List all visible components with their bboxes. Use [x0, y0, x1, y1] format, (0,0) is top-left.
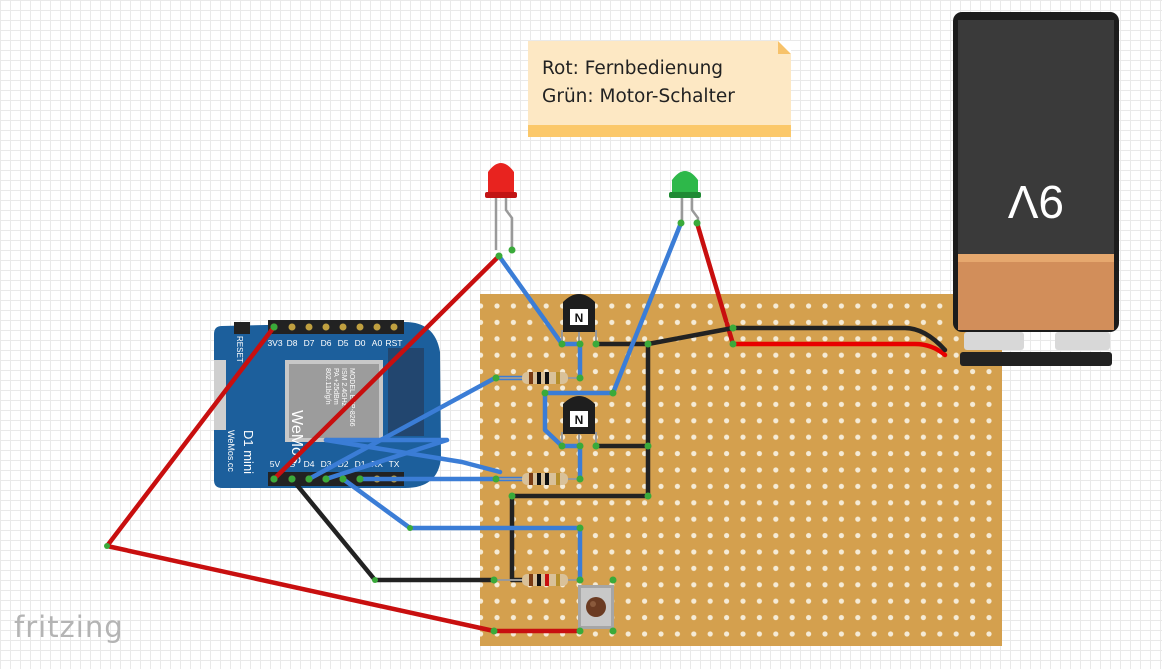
module-line-4: 802.11b/g/n [324, 368, 331, 405]
module-line-3: PA +25dBm [332, 368, 339, 405]
note-bar [528, 125, 791, 137]
pin-label-d8: D8 [287, 338, 298, 348]
transistor-2-label: N [575, 413, 584, 427]
d1-top-header [268, 320, 404, 334]
note-line-red: Rot: Fernbedienung [542, 58, 724, 79]
pin-label-d0: D0 [355, 338, 366, 348]
pin-label-d5: D5 [338, 338, 349, 348]
resistor-3 [496, 574, 580, 586]
led-green [669, 171, 701, 224]
pin-label-5v: 5V [270, 459, 281, 469]
pin-label-d4: D4 [304, 459, 315, 469]
pin-label-a0: A0 [372, 338, 383, 348]
pin-label-d6: D6 [321, 338, 332, 348]
transistor-1: N [561, 294, 597, 344]
transistor-1-label: N [575, 311, 584, 325]
wemos-d1-mini: 3V3 D8 D7 D6 D5 D0 A0 RST 5V G D4 D3 D2 … [214, 320, 441, 488]
sticky-note: Rot: Fernbedienung Grün: Motor-Schalter [528, 41, 791, 137]
battery-9v: 9V [953, 12, 1119, 366]
pin-label-d2: D2 [338, 459, 349, 469]
battery-label: 9V [1008, 176, 1065, 228]
transistor-2: N [561, 396, 597, 446]
note-line-green: Grün: Motor-Schalter [542, 86, 735, 107]
pin-label-d7: D7 [304, 338, 315, 348]
board-title: D1 mini [241, 430, 256, 474]
red-wires [104, 220, 948, 634]
wire-end-markers [104, 219, 737, 635]
module-line-1: MODEL ESP-8266 [348, 368, 355, 427]
pin-label-rst: RST [386, 338, 403, 348]
note-fold [778, 41, 791, 54]
board-brand: WeMos.cc [226, 430, 236, 472]
pin-label-tx: TX [389, 459, 400, 469]
reset-label: RESET [235, 336, 244, 363]
resistor-1 [496, 372, 580, 384]
push-button [578, 585, 614, 629]
resistor-2 [496, 473, 580, 485]
module-line-2: ISM 2.4GHz [340, 368, 347, 407]
perfboard [480, 294, 1002, 646]
fritzing-logo: fritzing [14, 610, 124, 644]
pin-label-d3: D3 [321, 459, 332, 469]
led-red [485, 163, 517, 250]
pin-label-3v3: 3V3 [267, 338, 282, 348]
pin-label-d1: D1 [355, 459, 366, 469]
